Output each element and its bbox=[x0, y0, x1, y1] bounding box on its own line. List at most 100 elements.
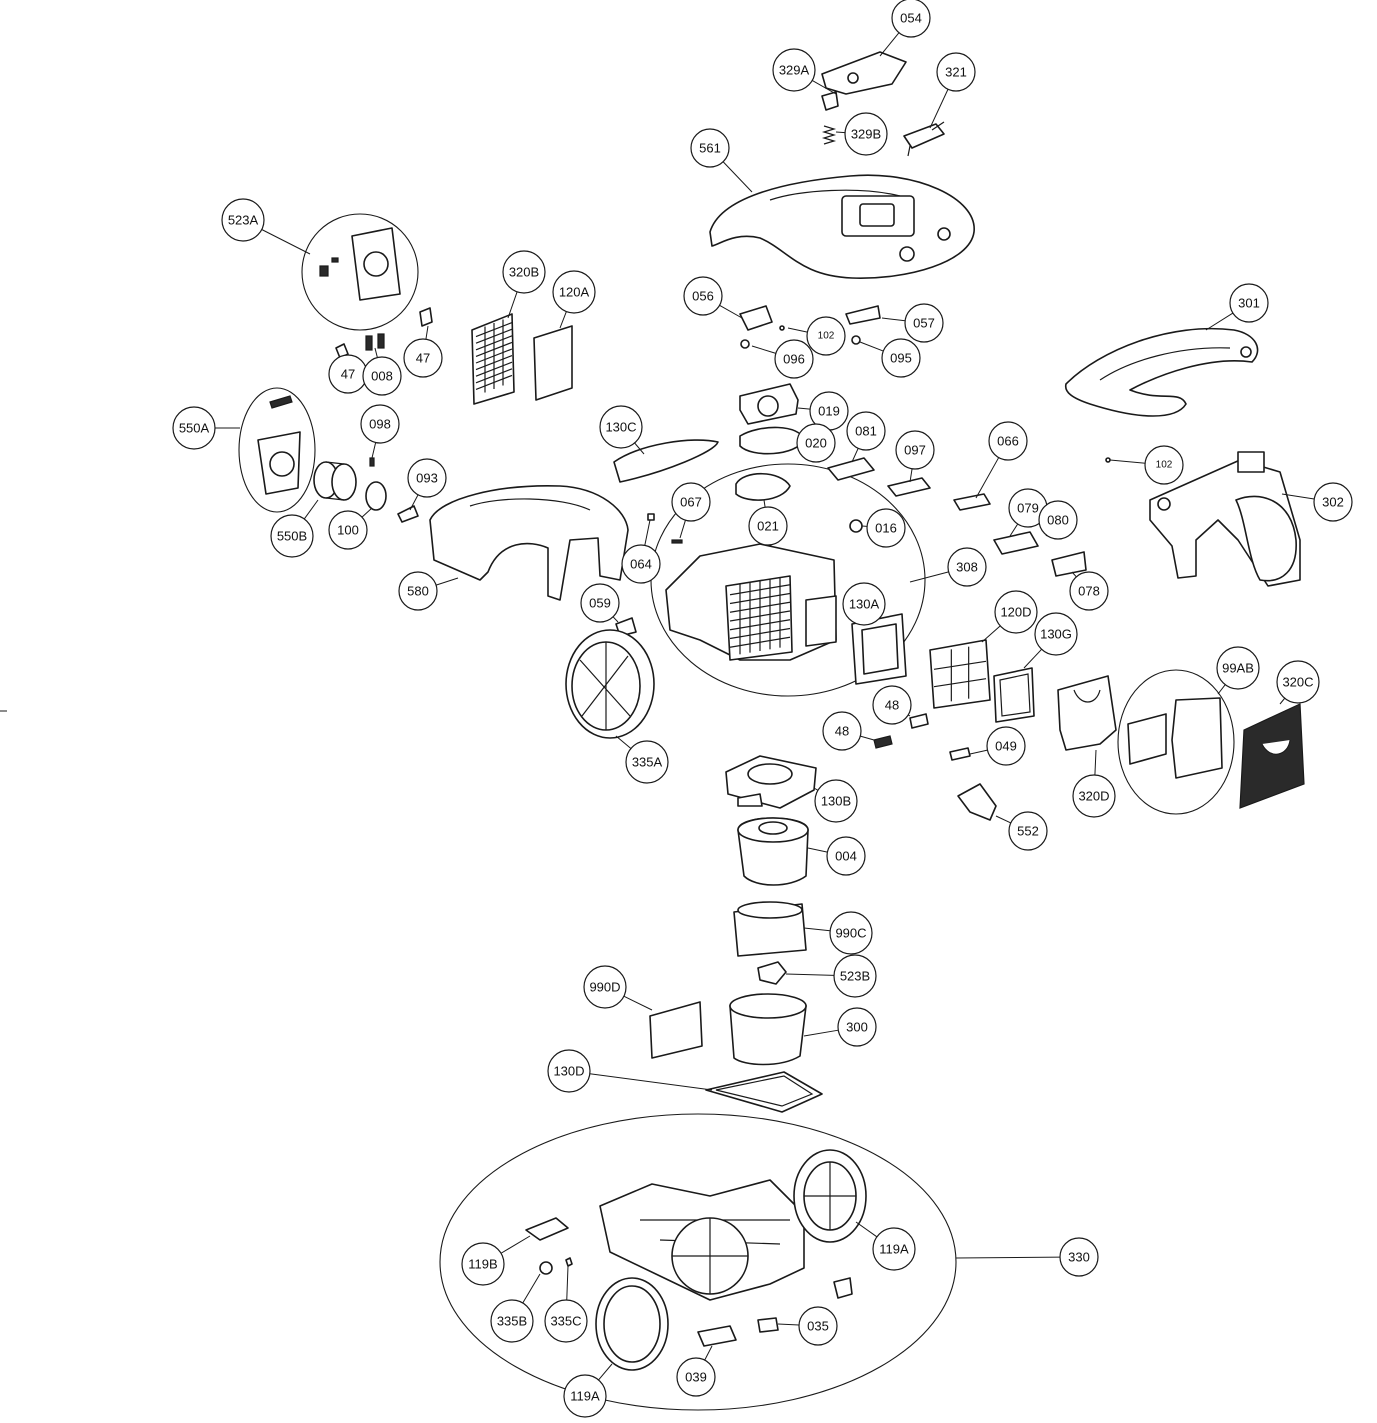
leader-line-056 bbox=[720, 305, 742, 318]
callout-057: 057 bbox=[905, 304, 943, 342]
callout-020: 020 bbox=[797, 424, 835, 462]
callout-308: 308 bbox=[948, 548, 986, 586]
callout-label: 335B bbox=[497, 1314, 527, 1329]
leader-line-300 bbox=[804, 1030, 838, 1036]
leader-line-335A bbox=[616, 736, 631, 749]
callout-300: 300 bbox=[838, 1008, 876, 1046]
leader-line-561 bbox=[723, 162, 752, 192]
callout-102: 102 bbox=[807, 317, 845, 355]
callout-label: 99AB bbox=[1222, 661, 1254, 676]
part-301-handle bbox=[1066, 329, 1258, 416]
callout-label: 081 bbox=[855, 424, 877, 439]
part-019-valve bbox=[740, 384, 798, 424]
part-48-clip-b bbox=[874, 736, 892, 748]
part-093-clip bbox=[398, 506, 418, 522]
callout-label: 093 bbox=[416, 471, 438, 486]
part-120A-filter-sheet bbox=[534, 326, 572, 400]
callout-054: 054 bbox=[892, 0, 930, 37]
callout-label: 330 bbox=[1068, 1250, 1090, 1265]
callout-550A: 550A bbox=[173, 407, 215, 449]
callout-552: 552 bbox=[1009, 812, 1047, 850]
part-130B-motor-cover bbox=[726, 756, 816, 808]
callout-056: 056 bbox=[684, 277, 722, 315]
callout-label: 561 bbox=[699, 141, 721, 156]
leader-line-098 bbox=[372, 442, 376, 458]
part-335C-pin bbox=[566, 1258, 572, 1266]
leader-line-130D bbox=[590, 1074, 712, 1090]
part-097-board bbox=[888, 478, 930, 496]
part-020-gasket bbox=[740, 427, 804, 453]
callout-label: 308 bbox=[956, 560, 978, 575]
part-320C-exhaust-grille bbox=[1240, 704, 1304, 808]
callout-100: 100 bbox=[329, 511, 367, 549]
leader-line-580 bbox=[436, 578, 458, 585]
callout-label: 008 bbox=[371, 369, 393, 384]
leader-line-120D bbox=[982, 626, 1000, 642]
callout-99AB: 99AB bbox=[1217, 647, 1259, 689]
callout-label: 119B bbox=[468, 1257, 497, 1272]
callout-066: 066 bbox=[989, 422, 1027, 460]
callout-48: 48 bbox=[873, 686, 911, 724]
callout-102: 102 bbox=[1145, 446, 1183, 484]
part-550B-socket bbox=[314, 462, 356, 500]
callout-329B: 329B bbox=[845, 113, 887, 155]
callout-580: 580 bbox=[399, 572, 437, 610]
callout-label: 019 bbox=[818, 404, 840, 419]
leader-line-990C bbox=[804, 928, 830, 931]
part-081-board bbox=[828, 458, 874, 480]
leader-line-990D bbox=[624, 996, 652, 1010]
callout-320D: 320D bbox=[1073, 775, 1115, 817]
callout-130C: 130C bbox=[600, 406, 642, 448]
callout-label: 130A bbox=[849, 597, 880, 612]
callout-329A: 329A bbox=[773, 49, 815, 91]
callout-120A: 120A bbox=[553, 271, 595, 313]
part-990D-filter bbox=[650, 1002, 702, 1058]
part-523A-bracket bbox=[320, 228, 400, 300]
callout-47: 47 bbox=[404, 339, 442, 377]
leader-line-330 bbox=[956, 1257, 1060, 1258]
callout-096: 096 bbox=[775, 340, 813, 378]
callout-119A: 119A bbox=[564, 1375, 606, 1417]
part-329A-button bbox=[822, 92, 838, 110]
part-308-dust-chamber bbox=[666, 544, 836, 660]
callout-47: 47 bbox=[329, 355, 367, 393]
part-067-pin bbox=[672, 540, 682, 543]
callout-label: 321 bbox=[945, 65, 967, 80]
part-039-bracket bbox=[698, 1326, 736, 1346]
callout-067: 067 bbox=[672, 483, 710, 521]
part-99AB-sponge-a bbox=[1128, 714, 1166, 764]
part-119A-wheel-rear bbox=[794, 1150, 866, 1242]
callout-080: 080 bbox=[1039, 501, 1077, 539]
callout-039: 039 bbox=[677, 1358, 715, 1396]
callout-130G: 130G bbox=[1035, 613, 1077, 655]
part-056-latch bbox=[740, 306, 772, 348]
callout-label: 48 bbox=[835, 724, 849, 739]
part-990C-filter-sleeve bbox=[734, 902, 806, 956]
leader-line-095 bbox=[860, 342, 883, 351]
part-021-gasket bbox=[736, 474, 790, 500]
callout-label: 004 bbox=[835, 849, 857, 864]
callout-095: 095 bbox=[882, 339, 920, 377]
leader-line-059 bbox=[613, 617, 618, 622]
callout-330: 330 bbox=[1060, 1238, 1098, 1276]
callout-label: 550B bbox=[277, 529, 307, 544]
callout-label: 130B bbox=[821, 794, 851, 809]
part-523B-knob bbox=[758, 962, 786, 984]
part-300-motor-housing bbox=[730, 994, 806, 1065]
part-064-clip bbox=[648, 514, 654, 520]
leader-line-008 bbox=[375, 348, 377, 358]
leader-line-035 bbox=[778, 1324, 799, 1325]
leader-line-067 bbox=[680, 520, 685, 538]
callout-label: 523B bbox=[840, 969, 870, 984]
callout-320C: 320C bbox=[1277, 661, 1319, 703]
callout-label: 080 bbox=[1047, 513, 1069, 528]
callout-label: 335A bbox=[632, 755, 663, 770]
leader-line-102 bbox=[1110, 460, 1145, 463]
callout-label: 47 bbox=[416, 351, 430, 366]
leader-line-119B bbox=[501, 1236, 530, 1253]
part-008-springs bbox=[366, 334, 384, 350]
callout-130D: 130D bbox=[548, 1050, 590, 1092]
callout-label: 550A bbox=[179, 421, 210, 436]
leader-line-99AB bbox=[1218, 685, 1225, 694]
